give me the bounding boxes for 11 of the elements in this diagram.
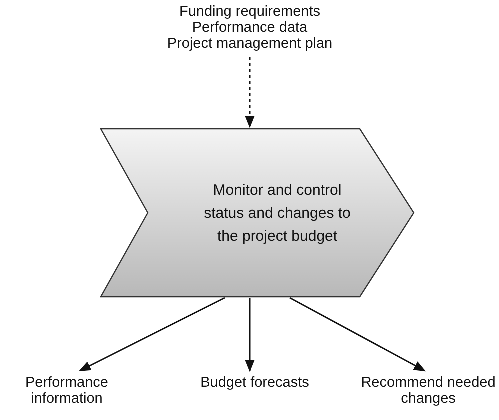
arrow [245,298,255,372]
output-label: Performance information [24,375,110,407]
input-label: Funding requirements [178,4,322,20]
arrow [245,57,255,128]
output-label: Budget forecasts [200,375,310,391]
output-label: Recommend needed changes [360,375,497,407]
arrow [290,297,426,372]
arrow [78,297,226,372]
input-label: Performance data [191,20,309,36]
process-label: Monitor and control status and changes to the project budget [203,180,352,246]
input-label: Project management plan [166,36,334,52]
